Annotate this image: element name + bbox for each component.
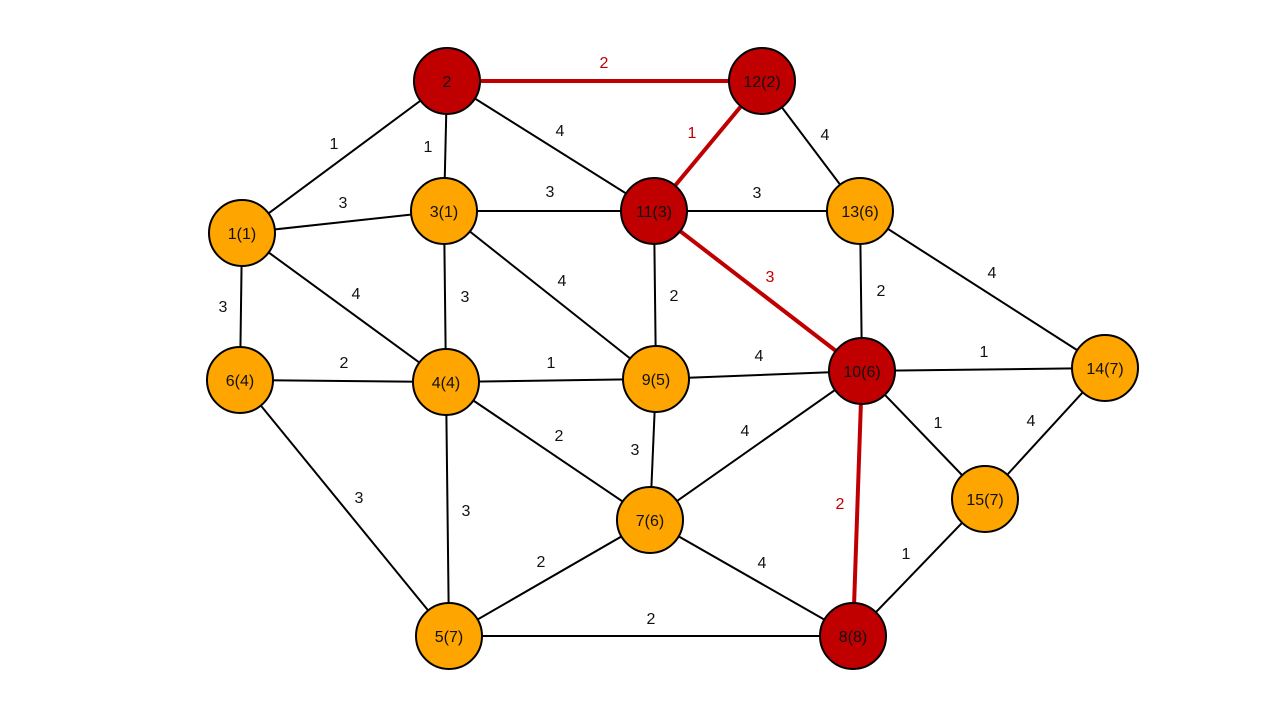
edge-6-4	[239, 379, 447, 383]
edge-weight-12-13: 4	[821, 127, 830, 144]
edge-2-11	[446, 80, 655, 212]
edge-weight-10-7: 4	[741, 423, 750, 440]
edge-weight-4-9: 1	[547, 355, 556, 372]
edge-4-5	[445, 381, 450, 637]
node-label-3: 3(1)	[430, 204, 458, 221]
node-circle-5	[415, 602, 483, 670]
path-edge-10-8	[851, 370, 864, 637]
edge-weight-15-8: 1	[902, 546, 911, 563]
edge-weight-2-3: 1	[424, 139, 433, 156]
node-label-2: 2	[443, 74, 452, 91]
node-label-5: 5(7)	[435, 629, 463, 646]
node-8: 8(8)	[819, 602, 887, 670]
node-3: 3(1)	[410, 177, 478, 245]
edge-weight-2-11: 4	[556, 123, 565, 140]
edge-weight-1-6: 3	[219, 299, 228, 316]
node-label-14: 14(7)	[1086, 361, 1123, 378]
edge-weight-13-10: 2	[877, 283, 886, 300]
edge-weight-4-7: 2	[555, 428, 564, 445]
node-circle-4	[412, 348, 480, 416]
edge-6-5	[239, 379, 450, 637]
edge-weight-11-10: 3	[766, 269, 775, 286]
edge-weight-10-8: 2	[836, 496, 845, 513]
node-circle-9	[622, 345, 690, 413]
node-circle-14	[1071, 334, 1139, 402]
node-circle-6	[206, 346, 274, 414]
node-label-13: 13(6)	[841, 204, 878, 221]
edge-weight-7-5: 2	[537, 554, 546, 571]
node-circle-8	[819, 602, 887, 670]
node-label-6: 6(4)	[226, 373, 254, 390]
node-circle-1	[208, 199, 276, 267]
edge-weight-3-9: 4	[558, 273, 567, 290]
node-12: 12(2)	[728, 47, 796, 115]
edge-13-14	[859, 210, 1106, 369]
edge-10-7	[649, 370, 863, 521]
node-15: 15(7)	[951, 465, 1019, 533]
edge-weight-10-15: 1	[934, 415, 943, 432]
node-label-1: 1(1)	[228, 226, 256, 243]
node-13: 13(6)	[826, 177, 894, 245]
node-label-10: 10(6)	[843, 364, 880, 381]
edge-weight-9-7: 3	[631, 442, 640, 459]
edge-weight-12-11: 1	[688, 125, 697, 142]
node-circle-7	[616, 486, 684, 554]
edge-weight-13-14: 4	[988, 265, 997, 282]
edge-weight-7-8: 4	[758, 555, 767, 572]
node-circle-10	[828, 337, 896, 405]
node-label-12: 12(2)	[743, 74, 780, 91]
edge-weight-6-4: 2	[340, 355, 349, 372]
edge-labels-layer: 2 1 1 4 1 4 3 3 4 3 3 4 3 2 3 2 4 2 3 1 2 3 4 3 1 1 4 2 4 2 4 1 2	[219, 55, 1036, 628]
edge-2-1	[241, 80, 448, 234]
node-circle-12	[728, 47, 796, 115]
node-label-9: 9(5)	[642, 372, 670, 389]
node-11: 11(3)	[620, 177, 688, 245]
node-circle-11	[620, 177, 688, 245]
node-10: 10(6)	[828, 337, 896, 405]
edge-weight-3-11: 3	[546, 184, 555, 201]
edge-7-5	[448, 519, 651, 637]
edge-weight-4-5: 3	[462, 503, 471, 520]
node-7: 7(6)	[616, 486, 684, 554]
node-9: 9(5)	[622, 345, 690, 413]
node-2: 2	[413, 47, 481, 115]
node-label-4: 4(4)	[432, 375, 460, 392]
edge-weight-3-4: 3	[461, 289, 470, 306]
edge-3-9	[443, 210, 657, 380]
path-edge-11-10	[652, 209, 864, 373]
edge-weight-14-15: 4	[1027, 413, 1036, 430]
edge-1-4	[241, 232, 447, 383]
edge-weight-1-3: 3	[339, 195, 348, 212]
edge-weight-9-10: 4	[755, 348, 764, 365]
edge-7-8	[649, 519, 854, 637]
node-circle-13	[826, 177, 894, 245]
node-4: 4(4)	[412, 348, 480, 416]
edge-weight-5-8: 2	[647, 611, 656, 628]
nodes-layer: 2 12(2) 1(1) 3(1) 11(3) 13(6) 6(4) 4(4) 9(5) 10(6…	[206, 47, 1139, 670]
node-label-11: 11(3)	[636, 204, 672, 221]
edge-4-7	[445, 381, 651, 521]
node-label-8: 8(8)	[839, 629, 867, 646]
node-14: 14(7)	[1071, 334, 1139, 402]
edge-weight-2-12: 2	[600, 55, 609, 72]
node-circle-2	[413, 47, 481, 115]
edge-weight-6-5: 3	[355, 490, 364, 507]
edge-weight-1-4: 4	[352, 286, 361, 303]
edge-weight-10-14: 1	[980, 344, 989, 361]
node-circle-3	[410, 177, 478, 245]
node-label-7: 7(6)	[636, 513, 664, 530]
node-1: 1(1)	[208, 199, 276, 267]
edge-weight-11-9: 2	[670, 288, 679, 305]
edge-weight-2-1: 1	[330, 136, 339, 153]
node-circle-15	[951, 465, 1019, 533]
edge-4-9	[445, 378, 657, 383]
edge-10-14	[861, 367, 1106, 372]
edge-weight-11-13: 3	[753, 185, 762, 202]
edge-9-10	[655, 370, 863, 380]
node-label-15: 15(7)	[966, 492, 1003, 509]
node-6: 6(4)	[206, 346, 274, 414]
node-5: 5(7)	[415, 602, 483, 670]
